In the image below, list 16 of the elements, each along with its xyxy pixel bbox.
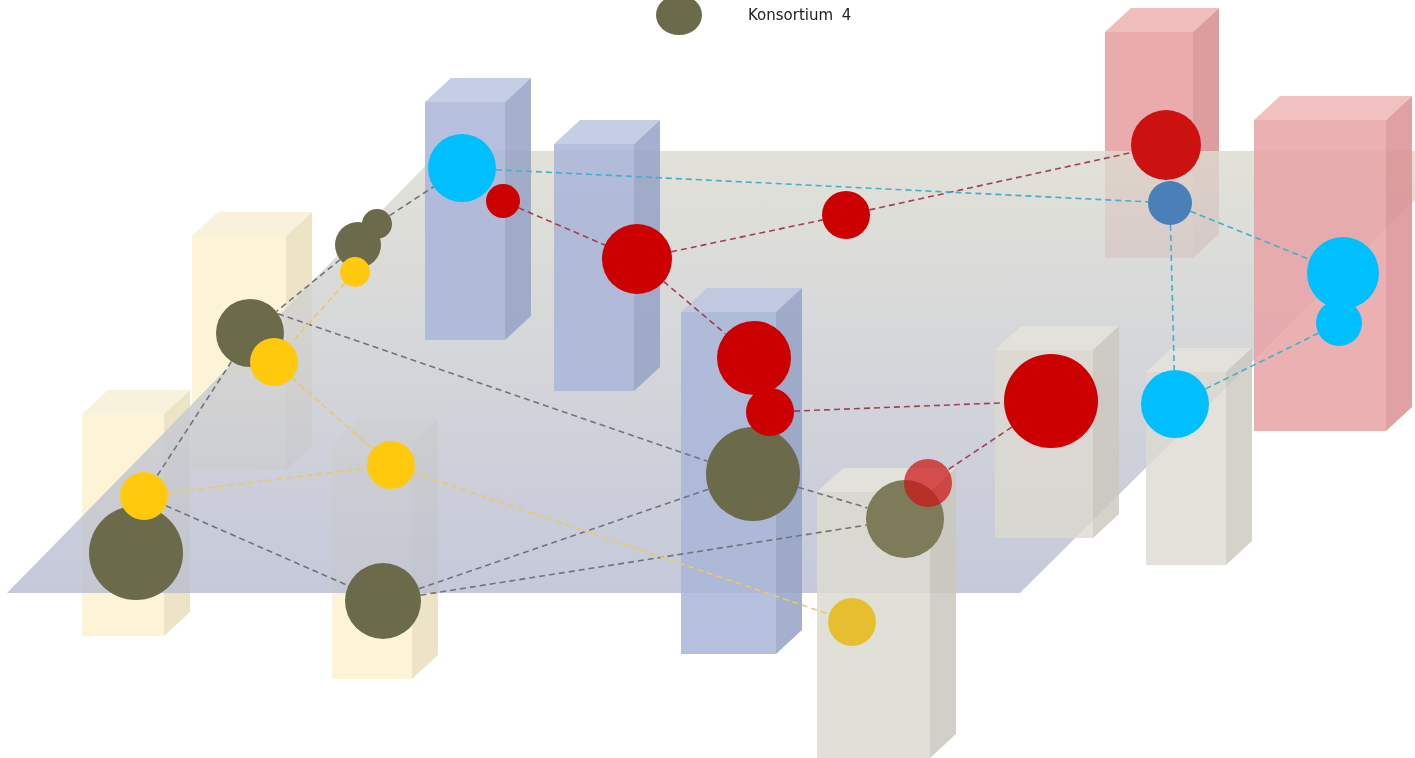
- dashed-connector: [1169, 224, 1175, 371]
- dashed-connector: [289, 282, 346, 345]
- dashed-connector: [418, 488, 710, 590]
- dashed-connector: [670, 219, 824, 253]
- dashed-connector: [277, 313, 709, 463]
- dashed-connector: [495, 168, 1149, 203]
- dashed-connector: [947, 426, 1013, 471]
- dashed-connector: [388, 185, 435, 217]
- legend-label: Konsortium 4: [748, 6, 852, 24]
- dashed-connector: [156, 360, 233, 477]
- dashed-connector: [1204, 332, 1320, 390]
- dashed-connector: [517, 207, 606, 246]
- dashed-connector: [662, 280, 727, 335]
- dashed-connector: [291, 377, 374, 450]
- dashed-connector: [275, 258, 341, 313]
- dashed-connector: [797, 486, 869, 509]
